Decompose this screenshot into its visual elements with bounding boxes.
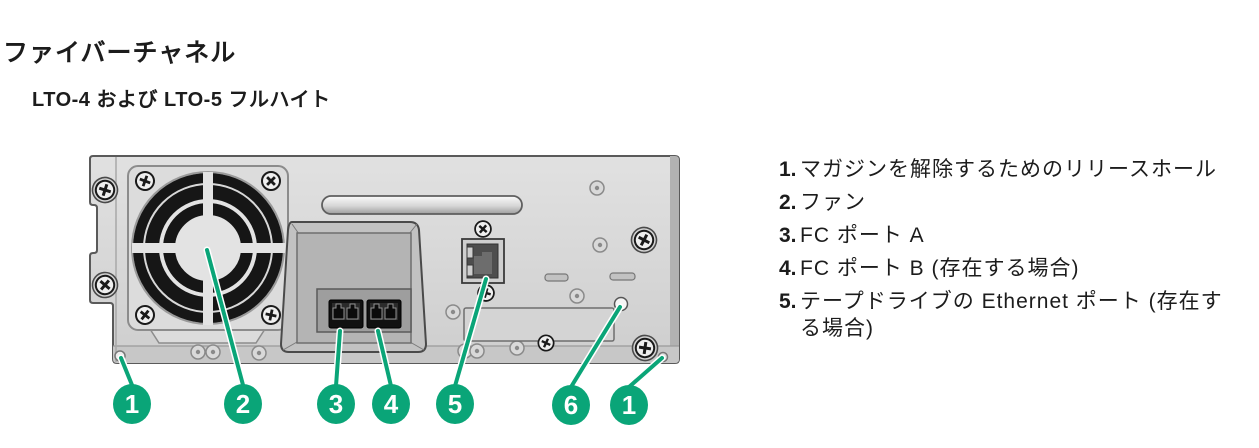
svg-text:2: 2 — [236, 389, 250, 419]
vent-slot-left — [544, 273, 569, 282]
legend-list: 1. マガジンを解除するためのリリースホール 2. ファン 3. FC ポート … — [779, 156, 1237, 348]
rear-panel-diagram: 1 2 3 4 5 6 1 — [85, 155, 680, 425]
rivet — [445, 304, 461, 320]
legend-item-4: 4. FC ポート B (存在する場合) — [779, 255, 1237, 282]
callout-2: 2 — [224, 384, 262, 424]
panel-right-shadow — [670, 156, 679, 363]
rivet — [589, 180, 605, 196]
svg-text:5: 5 — [448, 389, 462, 419]
svg-text:1: 1 — [622, 390, 636, 420]
page-title: ファイバーチャネル — [3, 38, 237, 67]
legend-text: FC ポート B (存在する場合) — [800, 257, 1080, 280]
fc-module — [279, 221, 428, 353]
fc-port-b — [366, 299, 402, 329]
rivet — [205, 344, 221, 360]
fc-port-a — [328, 299, 364, 329]
ethernet-port — [461, 238, 505, 284]
legend-number: 5. — [779, 290, 797, 313]
svg-text:4: 4 — [384, 389, 399, 419]
legend-number: 4. — [779, 257, 797, 280]
callout-5: 5 — [436, 384, 474, 424]
legend-text: マガジンを解除するためのリリースホール — [800, 158, 1217, 181]
legend-text: ファン — [800, 191, 866, 214]
rivet — [509, 340, 525, 356]
callout-4: 4 — [372, 384, 410, 424]
callout-6: 6 — [552, 385, 590, 425]
vent-slot-right — [609, 272, 636, 281]
svg-text:3: 3 — [329, 389, 343, 419]
leader-lines — [117, 246, 666, 391]
legend-number: 1. — [779, 158, 797, 181]
rivet — [469, 343, 485, 359]
legend-number: 2. — [779, 191, 797, 214]
callout-3: 3 — [317, 384, 355, 424]
blank-plate — [463, 307, 615, 342]
pull-handle-slot — [321, 195, 523, 215]
rear-panel-figure: 1 2 3 4 5 6 1 — [85, 145, 700, 435]
rivet — [569, 288, 585, 304]
callout-1-left: 1 — [113, 384, 151, 424]
svg-text:1: 1 — [125, 389, 139, 419]
svg-text:6: 6 — [564, 390, 578, 420]
legend-item-1: 1. マガジンを解除するためのリリースホール — [779, 156, 1237, 183]
rivet — [190, 344, 206, 360]
callout-1-right: 1 — [610, 385, 648, 425]
callouts: 1 2 3 4 5 6 1 — [113, 384, 648, 425]
legend-number: 3. — [779, 224, 797, 247]
legend-item-2: 2. ファン — [779, 189, 1237, 216]
rivet — [592, 237, 608, 253]
legend-item-3: 3. FC ポート A — [779, 222, 1237, 249]
section-subtitle: LTO-4 および LTO-5 フルハイト — [32, 88, 331, 111]
legend-text: FC ポート A — [800, 224, 925, 247]
legend-text: テープドライブの Ethernet ポート (存在する場合) — [800, 290, 1223, 340]
rivet — [251, 345, 267, 361]
legend-item-5: 5. テープドライブの Ethernet ポート (存在する場合) — [779, 288, 1237, 342]
fan-plate-tab — [148, 328, 267, 344]
